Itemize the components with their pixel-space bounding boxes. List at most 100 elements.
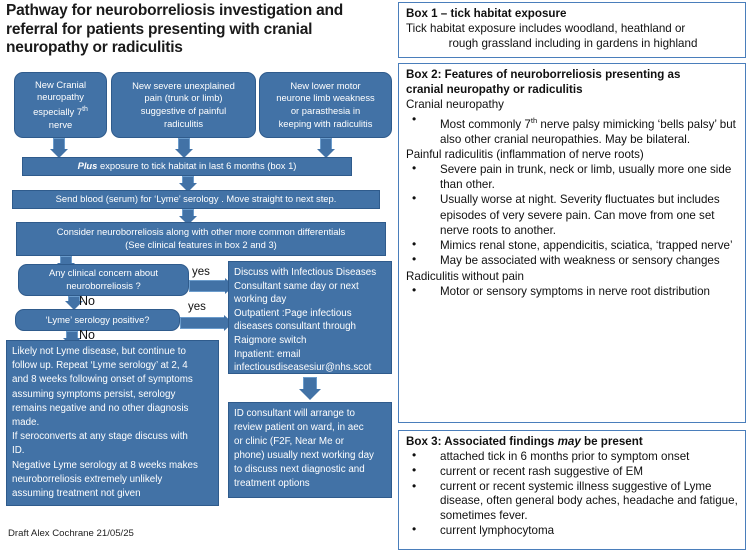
discuss-line-1: Discuss with Infectious Diseases xyxy=(234,267,377,278)
trigger1-line1: New Cranial xyxy=(34,78,87,90)
consider-line-2: (See clinical features in box 2 and 3) xyxy=(125,239,277,250)
trigger3-line1: New lower motor xyxy=(290,79,361,91)
list-item: Motor or sensory symptoms in nerve root … xyxy=(406,283,740,299)
list-item: Severe pain in trunk, neck or limb, usua… xyxy=(406,161,740,192)
not-lyme-line-10: neuroborreliosis extremely unlikely xyxy=(12,473,163,485)
not-lyme-line-5: remains negative and no other diagnosis xyxy=(12,402,189,414)
discuss-line-6: Raigmore switch xyxy=(234,334,307,346)
trigger1-line2: neuropathy xyxy=(37,91,84,103)
list-item: current or recent rash suggestive of EM xyxy=(406,463,740,479)
consider-line-1: Consider neuroborreliosis along with oth… xyxy=(56,226,346,238)
info-box-1-tick-habitat: Box 1 – tick habitat exposure Tick habit… xyxy=(398,2,746,58)
flow-box-trigger-painful-radiculitis: New severe unexplained pain (trunk or li… xyxy=(111,72,256,138)
not-lyme-line-7: If seroconverts at any stage discuss wit… xyxy=(12,431,188,443)
box2-header-line-1: Box 2: Features of neuroborreliosis pres… xyxy=(406,68,681,81)
discuss-line-3: working day xyxy=(234,294,287,306)
trigger2-line3: suggestive of painful xyxy=(140,105,227,116)
page-title-line-2: referral for patients presenting with cr… xyxy=(6,20,313,38)
plus-rest: exposure to tick habitat in last 6 month… xyxy=(97,160,297,172)
box2-radiculitis-without-pain-list: Motor or sensory symptoms in nerve root … xyxy=(406,283,740,299)
list-item: Usually worse at night. Severity fluctua… xyxy=(406,191,740,238)
discuss-line-7: Inpatient: email xyxy=(234,348,301,360)
box2-cranial-neuropathy-list: Most commonly 7th nerve palsy mimicking … xyxy=(406,112,740,147)
not-lyme-line-4: assuming symptoms persist, serology xyxy=(12,388,176,400)
decision-concern-line-1: Any clinical concern about xyxy=(49,267,158,279)
discuss-line-4: Outpatient :Page infectious xyxy=(234,307,352,319)
box2-subheading-cranial-neuropathy: Cranial neuropathy xyxy=(406,98,504,112)
plus-emphasis: Plus xyxy=(77,160,98,172)
list-item: Most commonly 7th nerve palsy mimicking … xyxy=(406,112,740,147)
info-box-2-features: Box 2: Features of neuroborreliosis pres… xyxy=(398,63,746,423)
flow-box-id-consultant-review: ID consultant will arrange to review pat… xyxy=(228,402,392,498)
trigger3-line4: keeping with radiculitis xyxy=(278,117,373,129)
box1-line-1: Tick habitat exposure includes woodland,… xyxy=(406,22,686,36)
flow-box-discuss-infectious-diseases: Discuss with Infectious Diseases Consult… xyxy=(228,261,392,374)
page-title: Pathway for neuroborreliosis investigati… xyxy=(6,2,388,58)
box3-header: Box 3: Associated findings may be presen… xyxy=(406,434,740,449)
id-review-line-4: phone) usually next working day xyxy=(234,450,374,461)
box2-b1-pre: Most commonly 7 xyxy=(440,117,531,131)
id-review-line-3: or clinic (F2F, Near Me or xyxy=(234,436,344,447)
not-lyme-line-9: Negative Lyme serology at 8 weeks makes xyxy=(12,459,198,471)
flow-box-likely-not-lyme: Likely not Lyme disease, but continue to… xyxy=(6,340,219,506)
info-box-3-associated-findings: Box 3: Associated findings may be presen… xyxy=(398,430,746,550)
information-boxes-region: Box 1 – tick habitat exposure Tick habit… xyxy=(398,0,748,555)
discuss-line-8: infectiousdiseasesiur@nhs.scot xyxy=(234,362,372,374)
flow-box-consider-neuroborreliosis: Consider neuroborreliosis along with oth… xyxy=(16,222,386,256)
discuss-line-2: Consultant same day or next xyxy=(234,280,359,292)
label-no-serology: No xyxy=(79,328,95,342)
not-lyme-line-2: follow up. Repeat ‘Lyme serology’ at 2, … xyxy=(12,360,188,372)
trigger2-line2: pain (trunk or limb) xyxy=(144,92,223,104)
flow-box-tick-exposure: Plus exposure to tick habitat in last 6 … xyxy=(22,157,352,176)
flowchart-region: Pathway for neuroborreliosis investigati… xyxy=(6,2,392,539)
flow-box-trigger-cranial-neuropathy: New Cranial neuropathy especially 7th ne… xyxy=(14,72,107,138)
box2-subheading-painful-radiculitis: Painful radiculitis (inflammation of ner… xyxy=(406,147,644,161)
box3-list: attached tick in 6 months prior to sympt… xyxy=(406,448,740,538)
box1-header: Box 1 – tick habitat exposure xyxy=(406,7,567,20)
trigger1-line3-sup: th xyxy=(82,105,88,113)
trigger3-line3: or parasthesia in xyxy=(290,105,361,116)
not-lyme-line-11: assuming treatment not given xyxy=(12,488,141,500)
page-title-line-1: Pathway for neuroborreliosis investigati… xyxy=(6,2,344,19)
not-lyme-line-6: made. xyxy=(12,417,40,429)
flow-decision-clinical-concern: Any clinical concern about neuroborrelio… xyxy=(18,264,189,296)
discuss-line-5: diseases consultant through xyxy=(234,321,356,333)
box2-b1-sup: th xyxy=(530,115,538,125)
trigger1-line3: especially 7 xyxy=(33,106,83,118)
flow-box-send-serology: Send blood (serum) for ‘Lyme’ serology .… xyxy=(12,190,380,209)
not-lyme-line-8: ID. xyxy=(12,445,25,457)
footer-draft-note: Draft Alex Cochrane 21/05/25 xyxy=(8,528,134,539)
not-lyme-line-3: and 8 weeks following onset of symptoms xyxy=(12,374,193,386)
list-item: current lymphocytoma xyxy=(406,522,740,538)
id-review-line-2: review patient on ward, in aec xyxy=(234,422,364,433)
box1-line-2: rough grassland including in gardens in … xyxy=(448,37,698,51)
trigger3-line2: neurone limb weakness xyxy=(276,92,375,104)
box3-header-emphasis: may xyxy=(557,435,581,448)
id-review-line-1: ID consultant will arrange to xyxy=(234,408,355,419)
flow-decision-serology-positive: ‘Lyme’ serology positive? xyxy=(15,309,180,331)
list-item: May be associated with weakness or senso… xyxy=(406,252,740,268)
box2-b1-post: nerve palsy mimicking ‘bells palsy’ but … xyxy=(440,117,736,146)
box2-header-line-2: cranial neuropathy or radiculitis xyxy=(406,83,583,97)
trigger2-line1: New severe unexplained xyxy=(132,79,235,91)
id-review-line-5: to discuss next diagnostic and xyxy=(234,464,365,475)
list-item: current or recent systemic illness sugge… xyxy=(406,479,740,524)
decision-concern-line-2: neuroborreliosis ? xyxy=(66,280,141,291)
box3-header-post: be present xyxy=(580,435,643,448)
box3-header-pre: Box 3: Associated findings xyxy=(406,435,558,448)
id-review-line-6: treatment options xyxy=(234,478,310,489)
page-title-line-3: neuropathy or radiculitis xyxy=(6,39,183,56)
trigger1-line4: nerve xyxy=(48,118,73,130)
label-no-concern: No xyxy=(79,294,95,308)
flow-box-trigger-limb-weakness: New lower motor neurone limb weakness or… xyxy=(259,72,392,138)
decision-serology-text: ‘Lyme’ serology positive? xyxy=(45,313,150,325)
list-item: attached tick in 6 months prior to sympt… xyxy=(406,448,740,464)
not-lyme-line-1: Likely not Lyme disease, but continue to xyxy=(12,346,186,357)
label-yes-serology: yes xyxy=(188,301,206,313)
label-yes-concern: yes xyxy=(192,266,210,278)
list-item: Mimics renal stone, appendicitis, sciati… xyxy=(406,237,740,253)
box2-subheading-radiculitis-without-pain: Radiculitis without pain xyxy=(406,269,524,283)
box2-painful-radiculitis-list: Severe pain in trunk, neck or limb, usua… xyxy=(406,161,740,268)
send-serology-text: Send blood (serum) for ‘Lyme’ serology .… xyxy=(55,193,337,205)
